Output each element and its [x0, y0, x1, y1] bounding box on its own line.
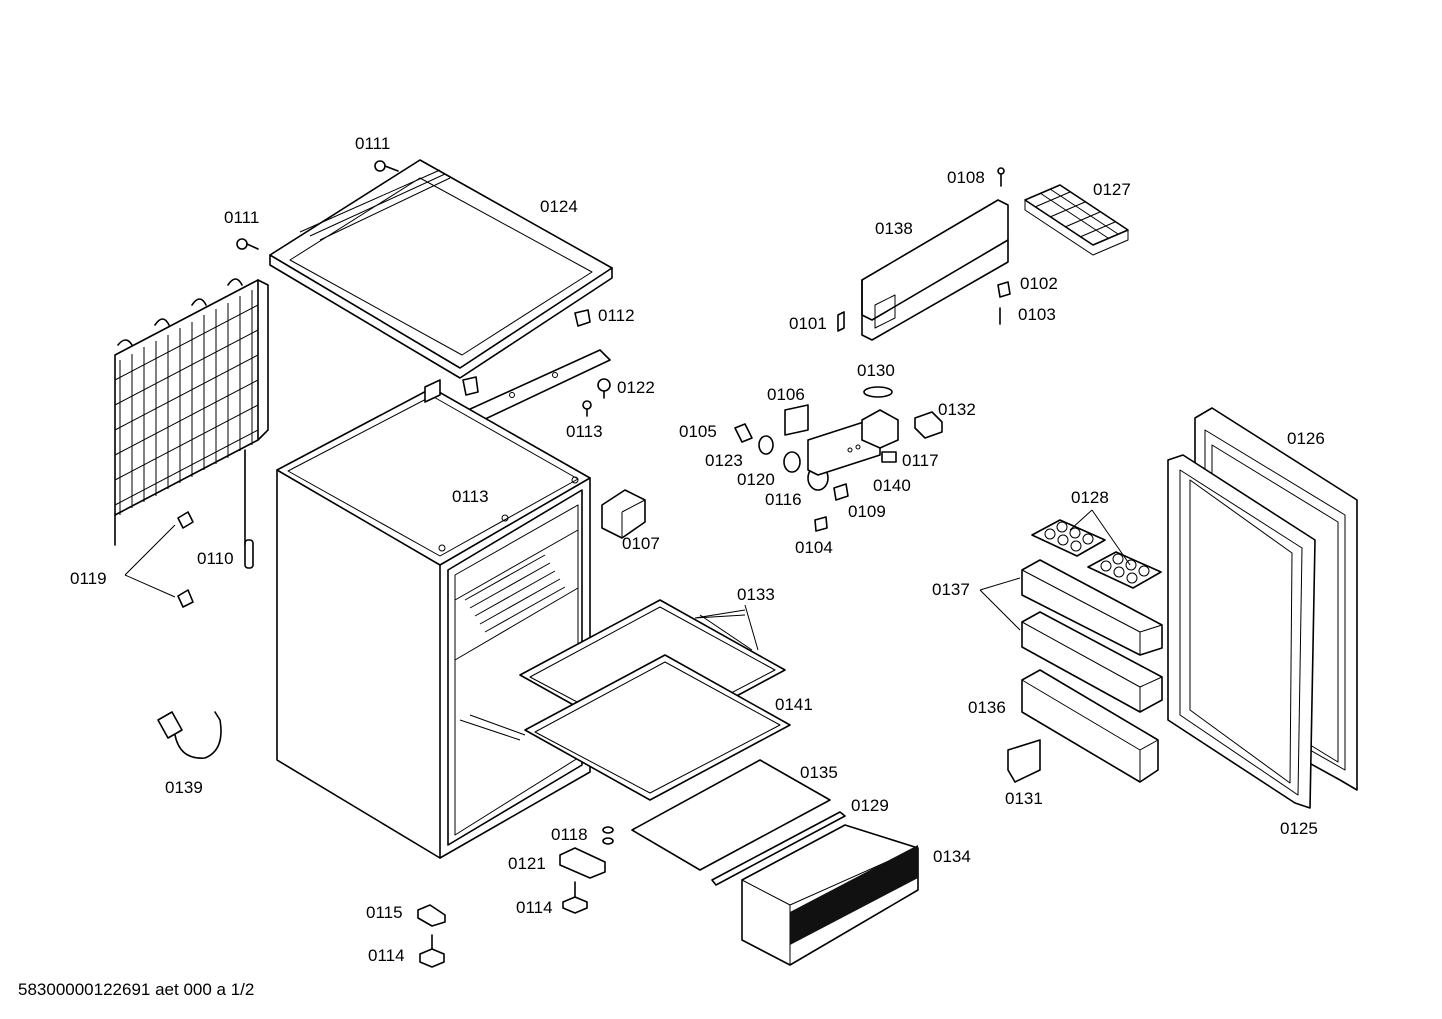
label-0107: 0107: [622, 534, 660, 553]
label-0141: 0141: [775, 695, 813, 714]
foot-0114-a: [562, 881, 588, 914]
label-0136: 0136: [968, 698, 1006, 717]
label-0137: 0137: [932, 580, 970, 599]
clip-0112-b: [462, 376, 479, 396]
label-0111: 0111: [355, 134, 390, 153]
label-0113: 0113: [566, 422, 603, 441]
door-bin-0136: [1021, 669, 1159, 783]
label-0113: 0113: [452, 487, 489, 506]
label-0119: 0119: [70, 569, 107, 588]
label-0134: 0134: [933, 847, 971, 866]
label-0101: 0101: [789, 314, 827, 333]
switch-0109: [833, 483, 849, 501]
door-shelf-0137-b: [1021, 611, 1163, 713]
label-0109: 0109: [848, 502, 886, 521]
hinge-0121: [559, 847, 606, 879]
label-0123: 0123: [705, 451, 743, 470]
label-0126: 0126: [1287, 429, 1325, 448]
label-0140: 0140: [873, 476, 911, 495]
label-0138: 0138: [875, 219, 913, 238]
drawing-reference-number: 58300000122691 aet 000 a 1/2: [18, 980, 255, 999]
label-0121: 0121: [508, 854, 546, 873]
label-0110: 0110: [197, 549, 234, 568]
label-0128: 0128: [1071, 488, 1109, 507]
clip-0112: [574, 309, 591, 327]
hinge-0115: [417, 904, 446, 927]
ice-tray-0127: [1024, 184, 1129, 256]
label-0108: 0108: [947, 168, 985, 187]
label-0104: 0104: [795, 538, 833, 557]
door-gasket-0125: [1167, 454, 1316, 809]
power-cord-0139: [157, 711, 222, 759]
label-0135: 0135: [800, 763, 838, 782]
label-0127: 0127: [1093, 180, 1131, 199]
label-0132: 0132: [938, 400, 976, 419]
plug-0119-a: [177, 511, 194, 529]
glass-plate-0135: [631, 759, 831, 871]
label-0117: 0117: [902, 451, 939, 470]
label-0111: 0111: [224, 208, 259, 227]
label-0114: 0114: [516, 898, 553, 917]
trim-strip-0129: [711, 811, 846, 886]
label-0103: 0103: [1018, 305, 1056, 324]
shelf-0141: [524, 654, 791, 801]
switch-0132: [914, 411, 943, 439]
cover-0131: [1007, 739, 1041, 783]
foot-0114-b: [419, 934, 445, 968]
crisper-drawer-0134: [741, 824, 919, 966]
latch-0101: [837, 311, 845, 332]
door-shelf-0137-a: [1021, 559, 1163, 656]
block-0117: [881, 451, 897, 463]
label-0115: 0115: [366, 903, 403, 922]
label-0131: 0131: [1005, 789, 1043, 808]
label-0118: 0118: [551, 825, 588, 844]
label-0106: 0106: [767, 385, 805, 404]
egg-tray-0128-b: [1087, 551, 1162, 589]
clip-0104: [814, 516, 828, 532]
thermostat-0130: [861, 386, 899, 449]
freezer-door-0138: [861, 199, 1009, 341]
plug-0119-b: [177, 589, 194, 608]
screw-0122: [597, 378, 611, 399]
label-0116: 0116: [765, 490, 802, 509]
label-0125: 0125: [1280, 819, 1318, 838]
label-0105: 0105: [679, 422, 717, 441]
egg-tray-0128-a: [1031, 519, 1106, 557]
washers-0118: [602, 826, 614, 845]
screw-0111-a: [374, 160, 399, 172]
label-0120: 0120: [737, 470, 775, 489]
light-cover-0106: [784, 404, 809, 436]
label-0112: 0112: [598, 306, 635, 325]
screw-0108: [997, 167, 1005, 187]
label-0129: 0129: [851, 796, 889, 815]
worktop-0124: [269, 159, 613, 379]
screw-0113-a: [582, 400, 592, 417]
drier-0110: [244, 539, 254, 569]
label-0130: 0130: [857, 361, 895, 380]
hinge-0102: [997, 281, 1011, 298]
label-0122: 0122: [617, 378, 655, 397]
knob-0120: [783, 451, 801, 473]
label-0102: 0102: [1020, 274, 1058, 293]
lamp-socket-0123: [758, 435, 774, 455]
bracket-0107: [601, 489, 646, 539]
label-0114: 0114: [368, 946, 405, 965]
cabinet-body: [276, 379, 591, 859]
light-bulb-0105: [734, 423, 753, 443]
label-0124: 0124: [540, 197, 578, 216]
label-0133: 0133: [737, 585, 775, 604]
condenser-coil: [114, 278, 269, 546]
screw-0111-b: [236, 238, 259, 250]
label-0139: 0139: [165, 778, 203, 797]
